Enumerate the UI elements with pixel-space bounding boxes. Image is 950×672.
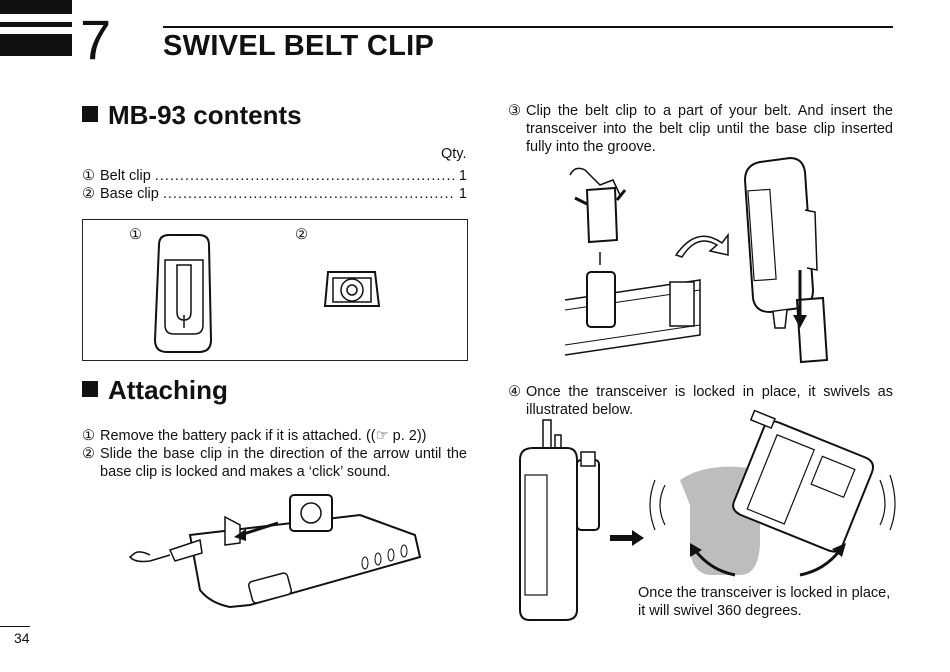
step-marker: ①: [82, 428, 95, 444]
step-text: Once the transceiver is locked in place,…: [526, 384, 893, 418]
step-marker: ④: [508, 384, 521, 400]
transceiver-with-clip-illustration: [519, 419, 600, 621]
curved-arrow-icon: [674, 232, 729, 258]
item-qty: 1: [458, 168, 467, 184]
contents-item-belt-clip: ① Belt clip 1: [82, 167, 467, 185]
belt-clip-illustration: [153, 234, 213, 353]
step-text: Clip the belt clip to a part of your bel…: [526, 103, 893, 155]
figure-marker-belt-clip: ①: [129, 227, 142, 243]
step-text: Remove the battery pack if it is attache…: [100, 428, 427, 444]
swivel-caption-line-1: Once the transceiver is locked in place,: [638, 585, 891, 601]
step-3: ③ Clip the belt clip to a part of your be…: [508, 102, 893, 156]
swivel-hand-illustration: [649, 409, 896, 577]
step-text: Slide the base clip in the direction of …: [100, 446, 467, 480]
section-square-icon: [82, 381, 98, 397]
leader-dots: [163, 185, 455, 203]
leader-dots: [155, 167, 455, 185]
chapter-title: SWIVEL BELT CLIP: [163, 30, 435, 62]
step-marker: ③: [508, 103, 521, 119]
transceiver-insert-illustration: [743, 156, 829, 364]
qty-label: Qty.: [441, 146, 467, 162]
contents-figure-box: ① ②: [82, 219, 468, 361]
chapter-tab-bar-stub: [0, 0, 72, 14]
step-4: ④ Once the transceiver is locked in place…: [508, 383, 893, 419]
item-marker: ②: [82, 186, 95, 202]
figure-marker-base-clip: ②: [295, 227, 308, 243]
swivel-caption-line-2: it will swivel 360 degrees.: [638, 603, 802, 619]
attaching-heading: Attaching: [82, 375, 228, 406]
page-number: 34: [14, 630, 30, 646]
chapter-number: 7: [80, 8, 112, 71]
chapter-tab-bar-bottom: [0, 34, 72, 56]
chapter-rule: [163, 26, 893, 28]
attaching-heading-text: Attaching: [108, 375, 228, 405]
base-clip-illustration: [323, 271, 381, 307]
contents-heading: MB-93 contents: [82, 100, 302, 131]
item-qty: 1: [458, 186, 467, 202]
step-marker: ②: [82, 446, 95, 462]
step-1: ① Remove the battery pack if it is attach…: [82, 427, 467, 445]
item-marker: ①: [82, 168, 95, 184]
radio-back-base-clip-illustration: [128, 494, 422, 609]
belt-clip-on-belt-illustration: [564, 167, 701, 356]
item-name: Belt clip: [100, 168, 151, 184]
step-2: ② Slide the base clip in the direction of…: [82, 445, 467, 481]
contents-heading-text: MB-93 contents: [108, 100, 302, 130]
item-name: Base clip: [100, 186, 159, 202]
section-square-icon: [82, 106, 98, 122]
chapter-tab-bar-top: [0, 22, 72, 27]
right-arrow-icon: [610, 530, 644, 546]
contents-item-base-clip: ② Base clip 1: [82, 185, 467, 203]
page-number-rule: [0, 626, 30, 627]
